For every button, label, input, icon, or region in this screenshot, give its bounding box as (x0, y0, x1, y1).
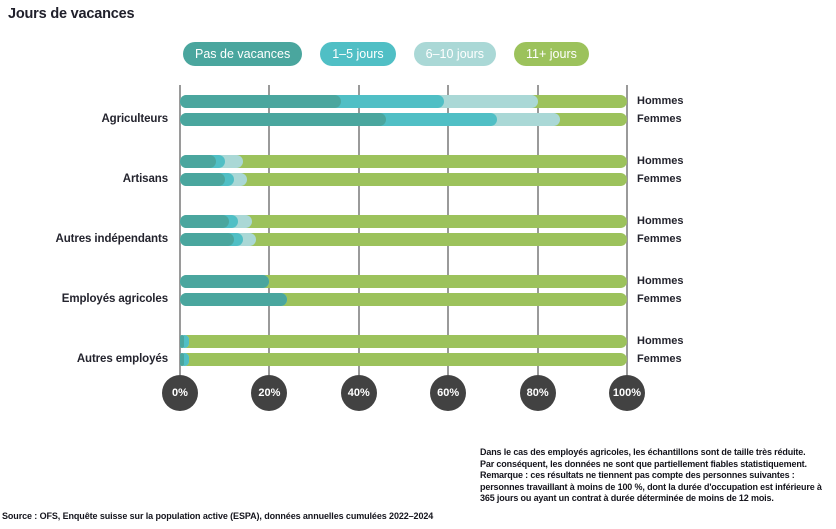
row-label: Femmes (637, 353, 682, 365)
row-label: Hommes (637, 215, 684, 227)
footnote-line: Remarque : ces résultats ne tiennent pas… (480, 470, 795, 480)
bar-segment (180, 173, 627, 186)
bar-row (180, 95, 627, 108)
row-label: Hommes (637, 275, 684, 287)
bar-segment (180, 275, 270, 288)
gridline (536, 85, 539, 375)
bar-row (180, 215, 627, 228)
axis-tick-circle: 60% (430, 375, 467, 411)
row-label: Femmes (637, 233, 682, 245)
axis-tick-circle: 100% (609, 375, 645, 411)
bar-segment (180, 233, 627, 246)
gridline (179, 85, 181, 375)
category-label: Artisans (122, 173, 168, 185)
category-label: Employés agricoles (61, 293, 168, 305)
bar-row (180, 113, 627, 126)
source-note: Source : OFS, Enquête suisse sur la popu… (2, 511, 434, 521)
axis-tick-circle: 40% (340, 375, 377, 411)
plot-area (179, 85, 628, 375)
legend-pill: 1–5 jours (320, 42, 396, 66)
bar-row (180, 275, 627, 288)
bar-segment (180, 173, 225, 186)
bar-segment (180, 353, 189, 366)
row-label: Femmes (637, 113, 682, 125)
bar-segment (180, 293, 627, 306)
bar-segment (180, 335, 185, 348)
bar-segment (180, 155, 216, 168)
gridline (626, 85, 628, 375)
bar-row (180, 335, 627, 348)
bar-row (180, 155, 627, 168)
gridline (268, 85, 271, 375)
bar-segment (180, 293, 288, 306)
category-label: Autres indépendants (55, 233, 169, 245)
axis-tick-circle: 0% (162, 375, 198, 411)
bar-segment (180, 275, 627, 288)
bar-segment (180, 335, 627, 348)
row-label: Hommes (637, 95, 684, 107)
x-axis: 0% 20% 40% 60% 80% 100% (162, 375, 645, 411)
category-label: Autres employés (76, 353, 168, 365)
footnote-line: 365 jours ou ayant un contrat à durée dé… (480, 493, 774, 503)
bar-segment (180, 155, 627, 168)
row-label: Femmes (637, 173, 682, 185)
bar-segment (180, 113, 386, 126)
axis-tick-circle: 20% (251, 375, 288, 411)
row-label: Femmes (637, 293, 682, 305)
bar-row (180, 233, 627, 246)
bar-segment (180, 95, 341, 108)
bar-row (180, 293, 627, 306)
footnote: Dans le cas des employés agricoles, les … (480, 447, 836, 505)
bar-row (180, 173, 627, 186)
legend-pill: Pas de vacances (183, 42, 303, 66)
page-title: Jours de vacances (8, 6, 135, 22)
bar-segment (180, 335, 189, 348)
gridline (447, 85, 450, 375)
legend-pill: 11+ jours (514, 42, 589, 66)
bar-row (180, 353, 627, 366)
gridline (357, 85, 360, 375)
bar-segment (180, 353, 627, 366)
bar-segment (180, 353, 185, 366)
category-label: Agriculteurs (101, 113, 168, 125)
legend: Pas de vacances 1–5 jours 6–10 jours 11+ jo… (183, 42, 589, 66)
row-label: Hommes (637, 155, 684, 167)
footnote-line: personnes travaillant à moins de 100 %, … (480, 481, 822, 492)
bar-segment (180, 215, 627, 228)
row-label: Hommes (637, 335, 684, 347)
axis-tick-circle: 80% (519, 375, 556, 411)
bar-segment (180, 215, 230, 228)
footnote-line: Par conséquent, les données ne sont que … (480, 458, 807, 469)
legend-pill: 6–10 jours (413, 42, 497, 66)
bar-segment (180, 233, 234, 246)
footnote-line: Dans le cas des employés agricoles, les … (480, 447, 806, 457)
